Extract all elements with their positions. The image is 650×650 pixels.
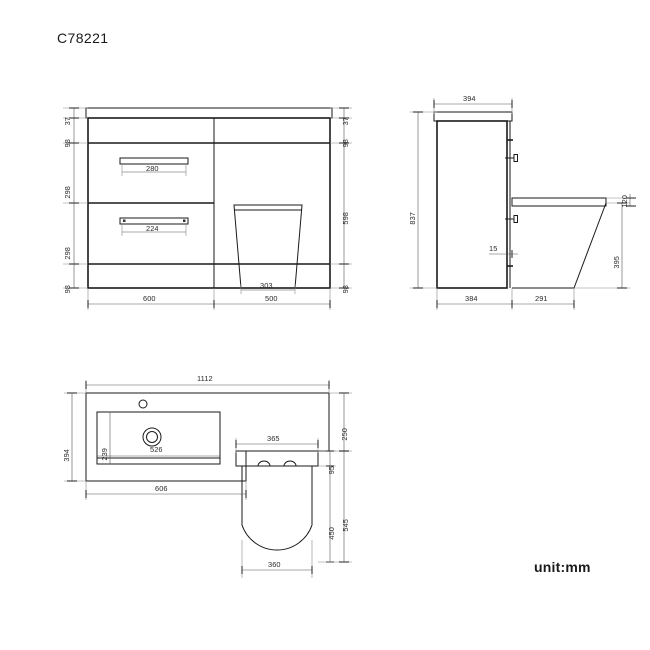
plan-drain-outer: [142, 427, 162, 447]
side-dim-thickness-120: 120: [620, 195, 629, 208]
side-dim-mid-15: 15: [489, 244, 498, 253]
front-dim-bottom-500: 500: [265, 294, 278, 303]
plan-dim-toilet-365: 365: [267, 434, 280, 443]
plan-dim-basin-606: 606: [155, 484, 168, 493]
plan-basin-recess: [96, 411, 221, 465]
side-toilet-body: [512, 202, 607, 289]
plan-dim-base-360: 360: [268, 560, 281, 569]
plan-view: [64, 380, 352, 578]
plan-hinge-right: [283, 460, 297, 467]
front-dim-toilet-303: 303: [260, 281, 273, 290]
side-cabinet-body: [436, 120, 508, 289]
front-dim-handle-280: 280: [146, 164, 159, 173]
front-dim-right-598: 598: [341, 212, 350, 225]
plan-tap-hole: [138, 399, 148, 409]
side-dim-bottom-384: 384: [465, 294, 478, 303]
front-dim-right-98: 98: [341, 139, 350, 148]
side-handle-upper: [505, 154, 518, 162]
side-dim-width-394: 394: [463, 94, 476, 103]
front-handle-screw-right: [183, 219, 186, 222]
front-dim-left-298-lower: 298: [63, 247, 72, 260]
plan-dim-depth-394: 394: [62, 449, 71, 462]
plan-dim-bowl-450: 450: [327, 527, 336, 540]
plan-dim-basin-239: 239: [100, 448, 109, 461]
page-title: C78221: [57, 30, 109, 46]
plan-dim-offset-95: 95: [327, 466, 336, 475]
front-dim-left-98: 98: [63, 139, 72, 148]
front-countertop: [85, 107, 333, 119]
plan-drain-inner: [146, 431, 158, 443]
plan-hinge-left: [257, 460, 271, 467]
side-handle-lower: [505, 215, 518, 223]
front-handle-screw-left: [123, 219, 126, 222]
front-dim-left-37: 37: [63, 117, 72, 126]
unit-label: unit:mm: [534, 559, 591, 575]
plan-dim-width-1112: 1112: [197, 374, 213, 383]
plan-toilet-cistern: [235, 450, 319, 467]
plan-toilet-bowl: [241, 465, 313, 551]
front-dim-left-98-bottom: 98: [63, 285, 72, 294]
front-dim-handle-224: 224: [146, 224, 159, 233]
side-elevation-view: [410, 98, 636, 310]
front-handle-lower: [119, 217, 189, 225]
front-dim-left-298-upper: 298: [63, 186, 72, 199]
plan-countertop-outline: [85, 392, 330, 482]
front-dim-right-37: 37: [341, 117, 350, 126]
plan-dim-basin-526: 526: [150, 445, 163, 454]
side-dim-height-837: 837: [408, 212, 417, 225]
front-dim-right-98-bottom: 98: [341, 285, 350, 294]
front-dim-bottom-600: 600: [143, 294, 156, 303]
front-handle-upper: [119, 157, 189, 165]
side-dim-seat-395: 395: [612, 256, 621, 269]
side-dim-bottom-291: 291: [535, 294, 548, 303]
front-elevation-view: [63, 107, 352, 310]
side-countertop: [433, 111, 513, 122]
plan-dim-total-545: 545: [341, 519, 350, 532]
plan-dim-right-250: 250: [340, 428, 349, 441]
side-toilet-seat: [511, 197, 607, 207]
front-toilet-body: [233, 204, 303, 289]
